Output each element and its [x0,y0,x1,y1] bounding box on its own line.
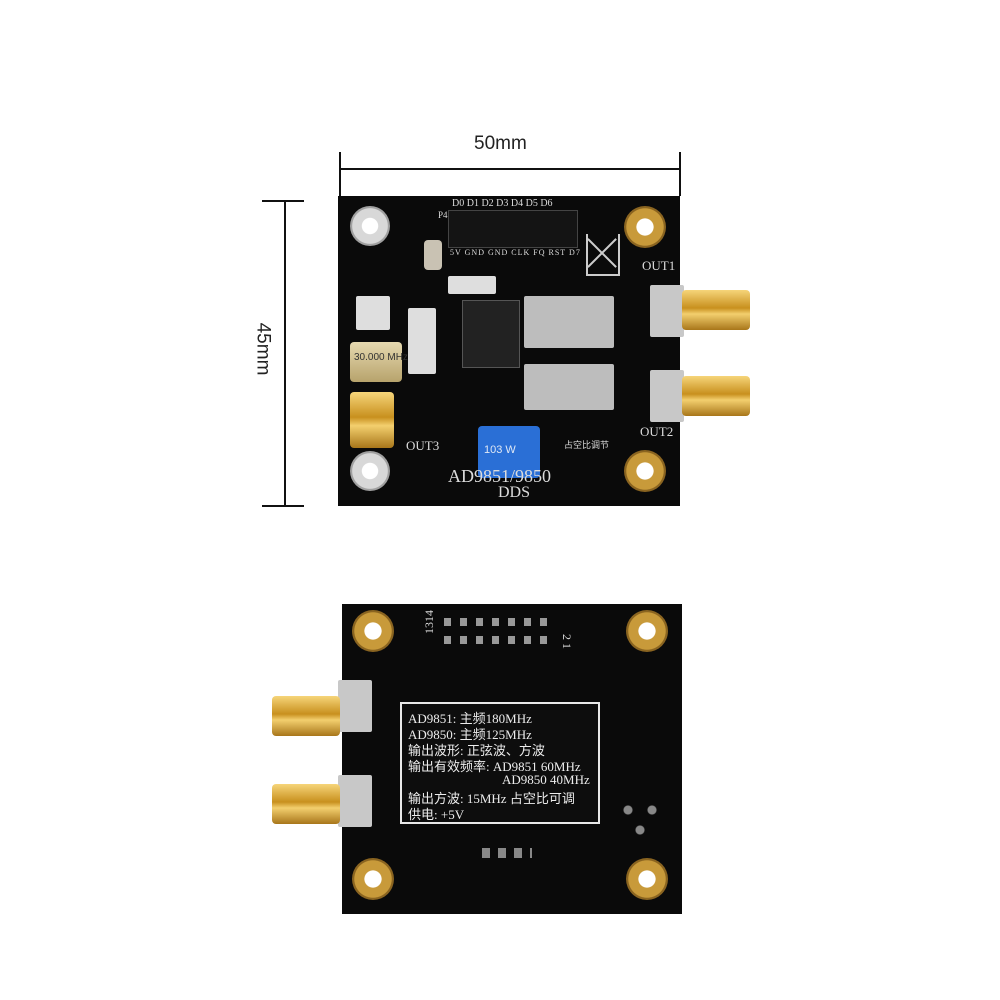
spec-line: 输出方波: 15MHz 占空比可调 [408,791,575,806]
height-dimension-line [284,200,286,506]
crystal-oscillator: 30.000 MHz [350,342,408,382]
sma-mount-out2 [650,370,684,422]
out3-label: OUT3 [406,438,440,453]
sma-connector-back-top [272,696,340,736]
width-dimension-line [340,168,680,170]
sma-connector-out1 [682,290,750,330]
back-pcb-board: 1314 2 1 AD9851: 主频180MHz AD9850: 主频125M… [342,604,682,914]
via-group [618,800,662,850]
width-dimension-tick-left [339,152,341,196]
mounting-hole-bottom-right [626,858,668,900]
sma-mount-out1 [650,285,684,337]
spec-line: AD9850: 主频125MHz [408,727,532,742]
mounting-hole-bottom-left [352,858,394,900]
board-subtitle: DDS [498,484,531,501]
spec-line: AD9850 40MHz [502,772,590,787]
sma-mount-back-bottom [338,775,372,827]
electrolytic-capacitor [424,240,442,270]
via-row [482,848,532,858]
pin-label-left: 1314 [422,610,436,634]
board-title: AD9851/9850 [448,466,551,486]
potentiometer-marking: 103 W [484,444,516,456]
smd-components [448,276,496,294]
width-dimension-tick-right [679,152,681,196]
header-bottom-labels: 5V GND GND CLK FQ RST D7 [450,248,581,257]
height-dimension-tick-bottom [262,505,304,507]
crystal-label: 30.000 MHz [354,352,408,363]
back-pin-row-top [444,618,556,626]
pin-header-p4 [448,210,578,248]
smd-components [408,308,436,374]
height-dimension-tick-top [262,200,304,202]
header-ref: P4 [438,210,448,220]
smd-components [524,364,614,410]
potentiometer[interactable]: 103 W [478,426,540,478]
mounting-hole-top-left [350,206,390,246]
out2-label: OUT2 [640,424,674,439]
smd-components [356,296,390,330]
front-pcb-board: D0 D1 D2 D3 D4 D5 D6 P4 5V GND GND CLK F… [338,196,680,506]
sma-connector-out2 [682,376,750,416]
recycle-bin-icon [586,234,620,276]
spec-line: 输出波形: 正弦波、方波 [408,743,545,758]
spec-info-box: AD9851: 主频180MHz AD9850: 主频125MHz 输出波形: … [400,702,600,824]
spec-line: 供电: +5V [408,807,465,822]
height-label: 45mm [252,322,274,376]
smd-components [524,296,614,348]
dds-chip [462,300,520,368]
pin-label-right: 2 1 [560,634,574,649]
sma-mount-back-top [338,680,372,732]
spec-line: AD9851: 主频180MHz [408,711,532,726]
spec-line: 输出有效频率: AD9851 60MHz [408,759,581,774]
header-top-labels: D0 D1 D2 D3 D4 D5 D6 [452,198,553,209]
mounting-hole-bottom-left [350,451,390,491]
mounting-hole-top-right [626,610,668,652]
sma-connector-back-bottom [272,784,340,824]
back-pin-row-bottom [444,636,556,644]
sma-connector-out3 [350,392,394,448]
mounting-hole-top-right [624,206,666,248]
width-label: 50mm [474,133,527,154]
duty-cycle-note: 占空比调节 [564,440,610,450]
mounting-hole-bottom-right [624,450,666,492]
mounting-hole-top-left [352,610,394,652]
out1-label: OUT1 [642,258,676,273]
